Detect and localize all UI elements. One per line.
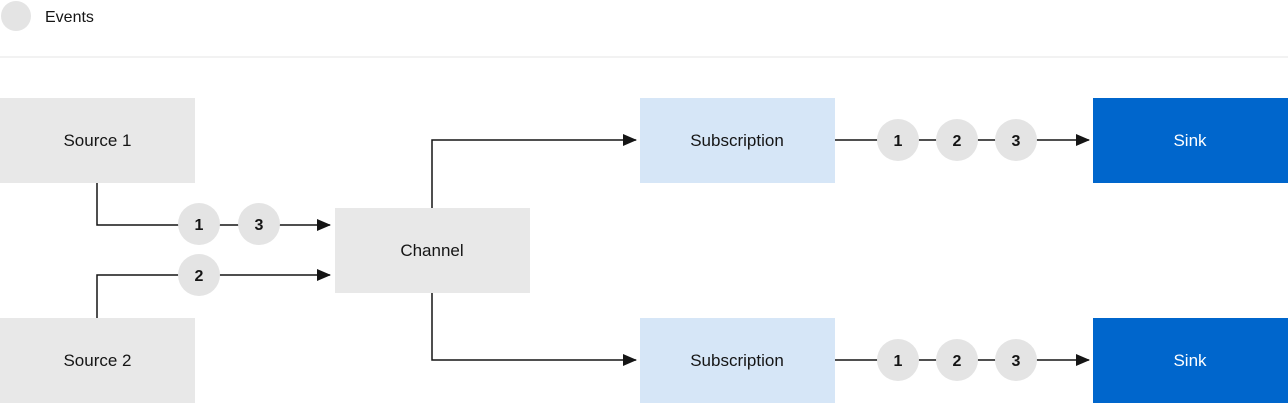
legend: Events — [1, 1, 94, 31]
event-circle — [936, 119, 978, 161]
events-subscription-bottom-to-sink: 1 2 3 — [877, 339, 1037, 381]
source-2-node: Source 2 — [0, 318, 195, 403]
sink-top-label: Sink — [1173, 131, 1207, 150]
event-circle — [936, 339, 978, 381]
subscription-top-node: Subscription — [640, 98, 835, 183]
event-label: 3 — [1012, 353, 1021, 370]
events-subscription-top-to-sink: 1 2 3 — [877, 119, 1037, 161]
channel-node: Channel — [335, 208, 530, 293]
event-label: 3 — [255, 217, 264, 234]
event-label: 2 — [953, 353, 962, 370]
connectors — [96, 134, 1090, 366]
subscription-bottom-node: Subscription — [640, 318, 835, 403]
legend-events-label: Events — [45, 9, 94, 26]
channel-to-subscription-bottom-line — [431, 293, 637, 366]
subscription-top-label: Subscription — [690, 131, 784, 150]
channel-to-subscription-top-line — [431, 134, 637, 208]
event-circle — [238, 203, 280, 245]
events-source1-to-channel: 1 3 — [178, 203, 280, 245]
event-label: 3 — [1012, 133, 1021, 150]
event-circle — [178, 254, 220, 296]
event-label: 2 — [953, 133, 962, 150]
legend-event-swatch — [1, 1, 31, 31]
source-1-label: Source 1 — [63, 131, 131, 150]
event-circle — [877, 119, 919, 161]
event-circle — [877, 339, 919, 381]
source-1-node: Source 1 — [0, 98, 195, 183]
event-circle — [995, 119, 1037, 161]
sink-bottom-node: Sink — [1093, 318, 1288, 403]
event-circle — [178, 203, 220, 245]
source-2-label: Source 2 — [63, 351, 131, 370]
event-label: 1 — [195, 217, 204, 234]
channel-label: Channel — [400, 241, 463, 260]
sink-top-node: Sink — [1093, 98, 1288, 183]
event-label: 2 — [195, 268, 204, 285]
subscription-bottom-label: Subscription — [690, 351, 784, 370]
events-source2-to-channel: 2 — [178, 254, 220, 296]
sink-bottom-label: Sink — [1173, 351, 1207, 370]
source2-to-channel-line — [96, 269, 331, 318]
event-label: 1 — [894, 353, 903, 370]
event-label: 1 — [894, 133, 903, 150]
event-circle — [995, 339, 1037, 381]
